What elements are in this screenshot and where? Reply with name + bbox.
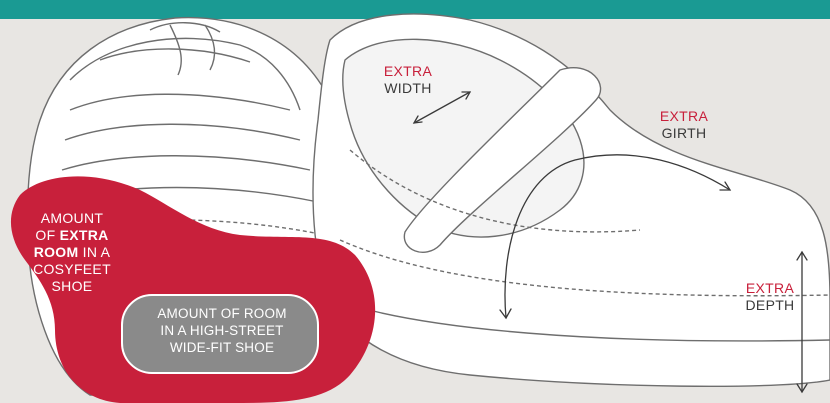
high-street-room-label: AMOUNT OF ROOM IN A HIGH-STREET WIDE-FIT… [132, 305, 312, 356]
extra-width-line2: WIDTH [368, 80, 448, 97]
cosyfeet-line3-post: IN A [78, 244, 110, 260]
cosyfeet-line2-bold: EXTRA [60, 227, 109, 243]
extra-depth-line1: EXTRA [730, 280, 810, 297]
extra-width-line1: EXTRA [368, 63, 448, 80]
extra-girth-label: EXTRA GIRTH [644, 108, 724, 142]
high-street-line2: IN A HIGH-STREET [132, 322, 312, 339]
high-street-line1: AMOUNT OF ROOM [132, 305, 312, 322]
cosyfeet-line4: COSYFEET [12, 261, 132, 278]
cosyfeet-line3: ROOM IN A [12, 244, 132, 261]
extra-width-label: EXTRA WIDTH [368, 63, 448, 97]
cosyfeet-line1: AMOUNT [12, 210, 132, 227]
extra-girth-line2: GIRTH [644, 125, 724, 142]
extra-depth-line2: DEPTH [730, 297, 810, 314]
cosyfeet-line3-bold: ROOM [34, 244, 79, 260]
high-street-line3: WIDE-FIT SHOE [132, 339, 312, 356]
cosyfeet-line2: OF EXTRA [12, 227, 132, 244]
cosyfeet-line2-pre: OF [35, 227, 59, 243]
extra-depth-label: EXTRA DEPTH [730, 280, 810, 314]
cosyfeet-line5: SHOE [12, 278, 132, 295]
cosyfeet-room-label: AMOUNT OF EXTRA ROOM IN A COSYFEET SHOE [12, 210, 132, 295]
extra-girth-line1: EXTRA [644, 108, 724, 125]
